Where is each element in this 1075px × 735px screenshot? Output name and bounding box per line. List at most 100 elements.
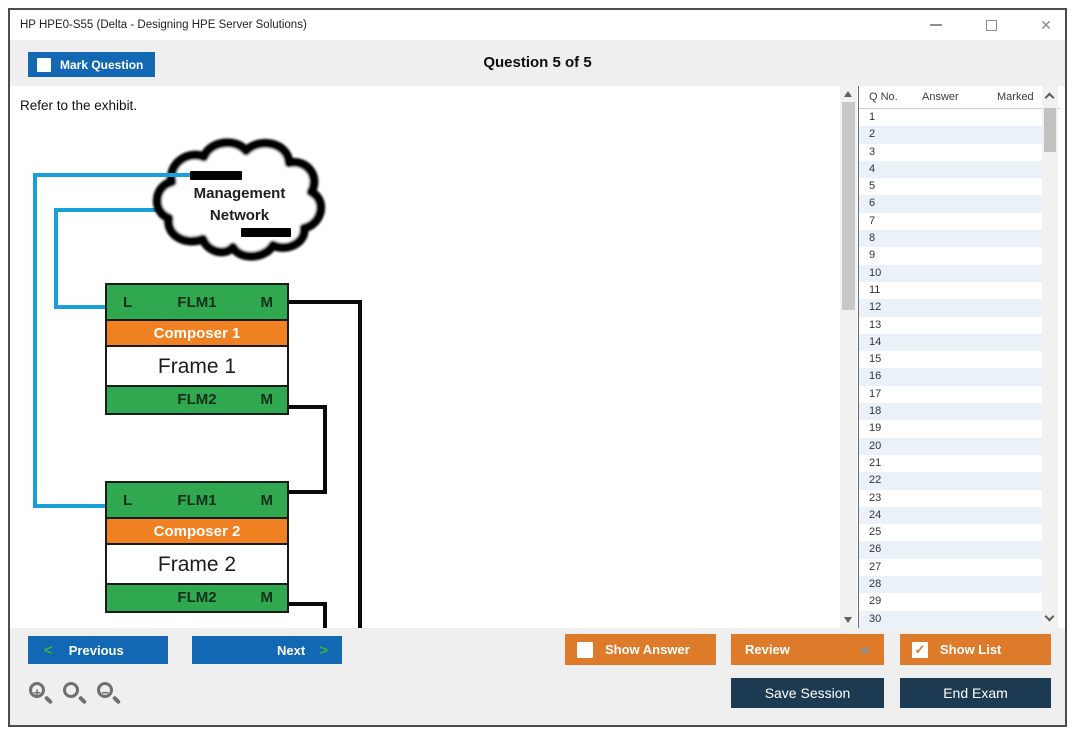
show-list-button[interactable]: Show List — [900, 634, 1051, 665]
list-item[interactable]: 15 — [859, 351, 1044, 369]
list-item[interactable]: 9 — [859, 247, 1044, 265]
list-item[interactable]: 16 — [859, 368, 1044, 386]
frame-1-flm1-row: L FLM1 M — [107, 285, 287, 321]
wire-black-frame2-flm1-h — [288, 490, 327, 494]
close-icon: ✕ — [1040, 17, 1052, 33]
list-item[interactable]: 22 — [859, 472, 1044, 490]
cloud-port-stub-bottom — [241, 228, 291, 237]
list-item[interactable]: 25 — [859, 524, 1044, 542]
list-item[interactable]: 27 — [859, 558, 1044, 577]
wire-blue-vertical-inner — [54, 208, 58, 309]
show-list-checkbox[interactable] — [912, 641, 928, 658]
list-item[interactable]: 20 — [859, 437, 1044, 455]
list-item[interactable]: 2 — [859, 126, 1044, 144]
content-scrollbar-thumb[interactable] — [842, 102, 855, 310]
mark-question-label: Mark Question — [60, 57, 144, 72]
list-item[interactable]: 3 — [859, 143, 1044, 161]
mark-question-button[interactable]: Mark Question — [28, 52, 155, 77]
frame-1-block: L FLM1 M Composer 1 Frame 1 FLM2 M — [105, 283, 289, 415]
show-answer-checkbox[interactable] — [577, 641, 593, 658]
frame-1-flm2-label: FLM2 — [177, 391, 217, 408]
list-item[interactable]: 21 — [859, 454, 1044, 473]
zoom-reset-icon[interactable] — [62, 680, 89, 707]
cloud-label: Management Network — [146, 183, 333, 227]
list-item[interactable]: 7 — [859, 212, 1044, 231]
list-item[interactable]: 4 — [859, 160, 1044, 179]
zoom-out-icon[interactable]: − — [96, 680, 123, 707]
question-content-area: Refer to the exhibit. Management Network — [10, 86, 1065, 628]
minimize-button[interactable] — [925, 14, 947, 36]
scroll-down-icon[interactable] — [844, 617, 852, 623]
list-item[interactable]: 8 — [859, 230, 1044, 248]
list-item[interactable]: 14 — [859, 333, 1044, 352]
list-item[interactable]: 1 — [859, 109, 1044, 127]
show-list-label: Show List — [940, 642, 1002, 657]
wire-blue-top — [33, 173, 196, 177]
content-scrollbar[interactable] — [840, 86, 857, 628]
zoom-out-handle — [111, 694, 122, 705]
question-counter: Question 5 of 5 — [483, 54, 592, 71]
frame-2-flm2-port-m: M — [260, 589, 274, 606]
mark-question-checkbox[interactable] — [37, 57, 51, 72]
list-scrollbar-thumb[interactable] — [1044, 108, 1056, 152]
composer-2-row: Composer 2 — [107, 519, 287, 545]
list-item[interactable]: 30 — [859, 610, 1044, 628]
column-answer: Answer — [922, 91, 959, 103]
cloud-label-line2: Network — [209, 207, 270, 224]
save-session-button[interactable]: Save Session — [731, 678, 884, 708]
next-button[interactable]: Next > — [192, 636, 342, 664]
list-scroll-up-icon[interactable] — [1044, 92, 1055, 103]
show-answer-label: Show Answer — [605, 642, 690, 657]
frame-1-name: Frame 1 — [107, 347, 287, 387]
frame-2-flm1-label: FLM1 — [177, 492, 217, 509]
list-item[interactable]: 28 — [859, 576, 1044, 594]
footer-bar: < Previous Next > + − Show Answer Review… — [10, 628, 1065, 725]
list-item[interactable]: 17 — [859, 385, 1044, 404]
list-item[interactable]: 24 — [859, 506, 1044, 525]
scroll-up-icon[interactable] — [844, 91, 852, 97]
zoom-reset-handle — [77, 694, 88, 705]
chevron-left-icon: < — [44, 641, 53, 659]
list-item[interactable]: 12 — [859, 299, 1044, 317]
wire-blue-to-frame2 — [33, 504, 109, 508]
zoom-in-icon[interactable]: + — [28, 680, 55, 707]
wire-blue-to-frame1 — [54, 305, 109, 309]
list-item[interactable]: 11 — [859, 281, 1044, 300]
list-item[interactable]: 5 — [859, 178, 1044, 196]
review-button[interactable]: Review — [731, 634, 884, 665]
previous-button[interactable]: < Previous — [28, 636, 168, 664]
cloud-label-line1: Management — [193, 185, 286, 202]
list-item[interactable]: 26 — [859, 541, 1044, 559]
list-item[interactable]: 19 — [859, 420, 1044, 438]
zoom-in-lens: + — [29, 682, 45, 700]
list-item[interactable]: 23 — [859, 489, 1044, 507]
list-item[interactable]: 13 — [859, 316, 1044, 334]
end-exam-button[interactable]: End Exam — [900, 678, 1051, 708]
show-answer-button[interactable]: Show Answer — [565, 634, 716, 665]
list-scroll-down-icon[interactable] — [1044, 611, 1055, 622]
title-bar: HP HPE0-S55 (Delta - Designing HPE Serve… — [10, 10, 1065, 40]
zoom-in-handle — [43, 694, 54, 705]
list-scrollbar[interactable] — [1042, 86, 1058, 628]
wire-blue-top-inner — [54, 208, 170, 212]
list-item[interactable]: 18 — [859, 403, 1044, 421]
list-item[interactable]: 10 — [859, 264, 1044, 282]
wire-black-frame1-flm1-h — [288, 300, 362, 304]
question-list-header: Q No. Answer Marked — [859, 86, 1060, 109]
next-label: Next — [277, 642, 306, 658]
window-title: HP HPE0-S55 (Delta - Designing HPE Serve… — [20, 19, 307, 31]
wire-blue-vertical-outer — [33, 173, 37, 508]
maximize-button[interactable] — [980, 14, 1002, 36]
maximize-icon — [985, 19, 997, 31]
column-marked: Marked — [997, 91, 1034, 103]
close-button[interactable]: ✕ — [1035, 14, 1057, 36]
frame-2-flm1-port-m: M — [260, 492, 274, 509]
frame-2-flm2-label: FLM2 — [177, 589, 217, 606]
list-item[interactable]: 6 — [859, 195, 1044, 213]
zoom-reset-lens — [63, 682, 79, 698]
column-qno: Q No. — [869, 91, 898, 103]
list-item[interactable]: 29 — [859, 593, 1044, 611]
wire-black-frame1-flm2-h — [288, 405, 327, 409]
